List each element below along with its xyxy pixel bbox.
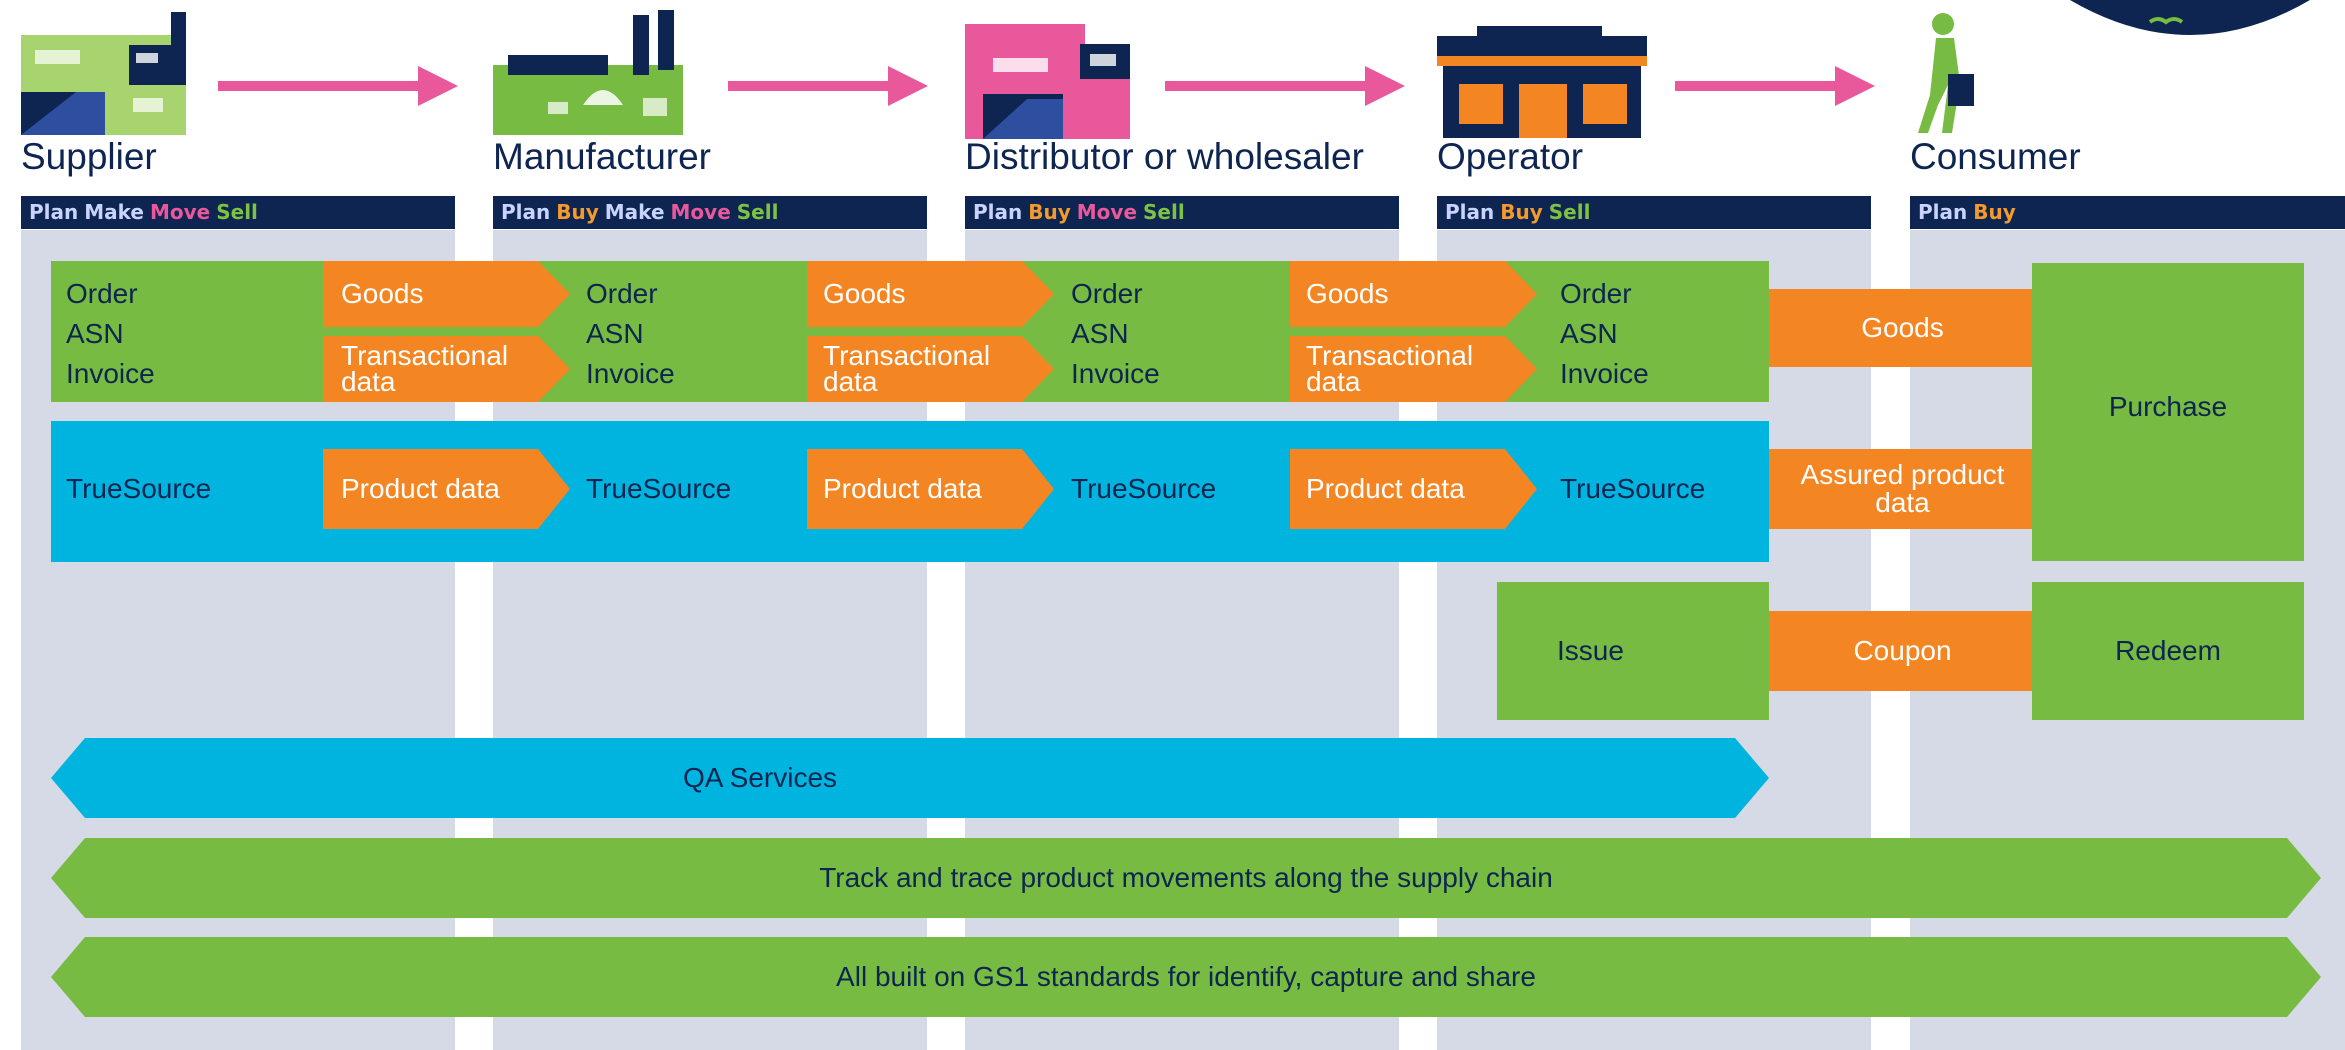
activity-move: Move — [1076, 200, 1138, 224]
invoice-label-2: Invoice — [586, 358, 675, 389]
truesource-label-3: TrueSource — [1071, 473, 1217, 504]
activity-sell: Sell — [216, 200, 258, 224]
order-label-3: Order — [1071, 278, 1143, 309]
stage-title-distributor: Distributor or wholesaler — [965, 136, 1364, 177]
truesource-label-4: TrueSource — [1560, 473, 1706, 504]
flow-arrow-2 — [728, 66, 928, 106]
gs1-standards-band: All built on GS1 standards for identify,… — [51, 937, 2321, 1017]
activity-move: Move — [149, 200, 211, 224]
activity-plan: Plan — [29, 200, 79, 224]
flow-arrow-1 — [218, 66, 458, 106]
activity-make: Make — [604, 200, 665, 224]
stage-title-operator: Operator — [1437, 136, 1584, 177]
activity-buy: Buy — [1973, 200, 2016, 224]
distributor-warehouse-icon — [965, 24, 1130, 139]
redeem-box: Redeem — [2032, 582, 2304, 720]
activity-plan: Plan — [973, 200, 1023, 224]
supplier-factory-icon — [21, 12, 186, 135]
goods-arrow-3: Goods — [1290, 261, 1537, 327]
transactional-data-arrow-2: Transactional data — [807, 336, 1054, 402]
goods-arrow-1: Goods — [323, 261, 570, 327]
invoice-label-4: Invoice — [1560, 358, 1649, 389]
transactional-data-arrow-1: Transactional data — [323, 336, 570, 402]
stage-title-supplier: Supplier — [21, 136, 157, 177]
truesource-label-1: TrueSource — [66, 473, 212, 504]
activity-buy: Buy — [1500, 200, 1543, 224]
activity-sell: Sell — [736, 200, 779, 224]
order-label-4: Order — [1560, 278, 1632, 309]
goods-to-consumer-arrow: Goods — [1769, 289, 2066, 367]
purchase-box: Purchase — [2032, 263, 2304, 561]
product-data-arrow-1: Product data — [323, 449, 570, 529]
invoice-label-3: Invoice — [1071, 358, 1160, 389]
order-label-2: Order — [586, 278, 658, 309]
transactional-data-arrow-3: Transactional data — [1290, 336, 1537, 402]
activity-buy: Buy — [1028, 200, 1071, 224]
stage-title-manufacturer: Manufacturer — [493, 136, 711, 177]
operator-store-icon — [1437, 26, 1647, 138]
activity-plan: Plan — [1918, 200, 1968, 224]
truesource-label-2: TrueSource — [586, 473, 732, 504]
assured-product-data-arrow: Assured product data — [1769, 449, 2066, 529]
flow-arrow-3 — [1165, 66, 1405, 106]
asn-label-1: ASN — [66, 318, 124, 349]
asn-label-4: ASN — [1560, 318, 1618, 349]
goods-arrow-2: Goods — [807, 261, 1054, 327]
flow-arrow-4 — [1675, 66, 1875, 106]
activity-make: Make — [84, 200, 144, 224]
product-data-arrow-3: Product data — [1290, 449, 1537, 529]
invoice-label-1: Invoice — [66, 358, 155, 389]
coupon-arrow: Coupon — [1769, 611, 2066, 691]
activity-buy: Buy — [556, 200, 599, 224]
issue-box: Issue — [1497, 582, 1769, 720]
activity-plan: Plan — [1445, 200, 1495, 224]
order-label-1: Order — [66, 278, 138, 309]
activity-move: Move — [670, 200, 731, 224]
qa-services-band: QA Services — [51, 738, 1769, 818]
consumer-shopper-icon — [1918, 13, 1974, 133]
activity-sell: Sell — [1143, 200, 1185, 224]
asn-label-3: ASN — [1071, 318, 1129, 349]
seal-logo-icon — [2070, 0, 2310, 35]
product-data-arrow-2: Product data — [807, 449, 1054, 529]
asn-label-2: ASN — [586, 318, 644, 349]
track-and-trace-band: Track and trace product movements along … — [51, 838, 2321, 918]
activity-sell: Sell — [1548, 200, 1591, 224]
manufacturer-factory-icon — [493, 10, 683, 135]
activity-plan: Plan — [501, 200, 551, 224]
stage-title-consumer: Consumer — [1910, 136, 2081, 177]
